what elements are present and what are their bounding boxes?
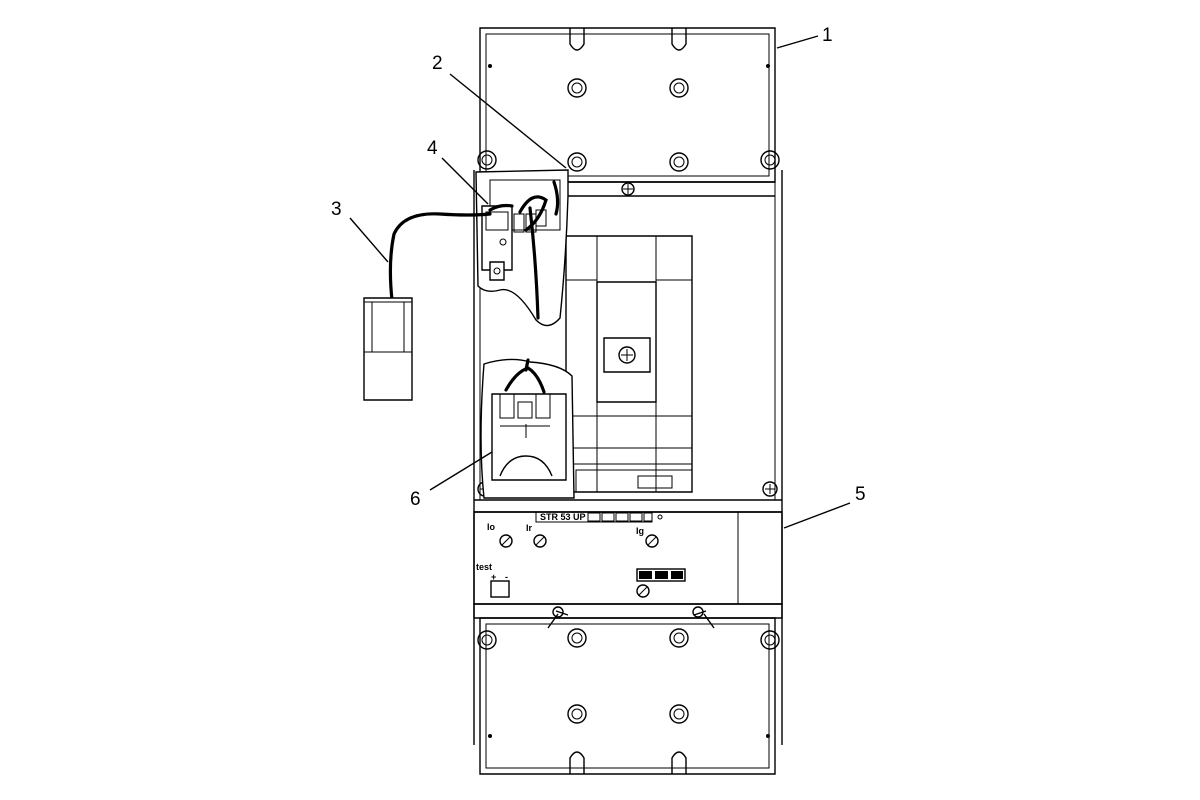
led-icon [639, 571, 652, 579]
led-icon [671, 571, 683, 579]
screw-icon [567, 628, 587, 648]
screw-icon [669, 152, 689, 172]
test-socket[interactable] [490, 580, 510, 598]
io-dial-icon[interactable] [499, 534, 513, 548]
callout-2: 2 [432, 53, 443, 74]
screw-icon [760, 150, 780, 170]
test-label: test [476, 562, 492, 572]
trip-unit-model: STR 53 UP [540, 512, 586, 522]
callout-1: 1 [822, 25, 833, 46]
screw-icon [567, 78, 587, 98]
screw-icon [618, 346, 636, 364]
io-label: Io [487, 522, 496, 532]
callout-4: 4 [427, 138, 438, 159]
screw-icon [669, 704, 689, 724]
test-plus: + [491, 572, 496, 582]
screw-icon [477, 150, 497, 170]
bottom-terminal-plate [473, 603, 783, 775]
screw-icon [669, 78, 689, 98]
top-terminal-plate [477, 27, 780, 183]
screw-icon [477, 630, 497, 650]
connector-block-cutaway [480, 358, 575, 499]
ig-label: Ig [636, 526, 644, 536]
auxiliary-connector [363, 212, 492, 401]
test-minus: - [505, 572, 508, 582]
screw-icon [760, 630, 780, 650]
screw-icon [669, 628, 689, 648]
callout-6: 6 [410, 489, 421, 510]
led-icon [655, 571, 668, 579]
auxiliary-contact-cutaway [475, 169, 569, 327]
screw-icon [762, 481, 778, 497]
callout-5: 5 [855, 484, 866, 505]
screw-icon [567, 152, 587, 172]
ir-label: Ir [526, 523, 533, 533]
ig-dial-icon[interactable] [645, 534, 659, 548]
screw-icon [636, 584, 650, 598]
callouts: 1 2 4 3 5 6 [331, 25, 866, 529]
screw-icon [567, 704, 587, 724]
trip-unit: STR 53 UP Io Ir Ig test + - [473, 511, 783, 605]
callout-3: 3 [331, 199, 342, 220]
ir-dial-icon[interactable] [533, 534, 547, 548]
screw-icon [621, 182, 635, 196]
